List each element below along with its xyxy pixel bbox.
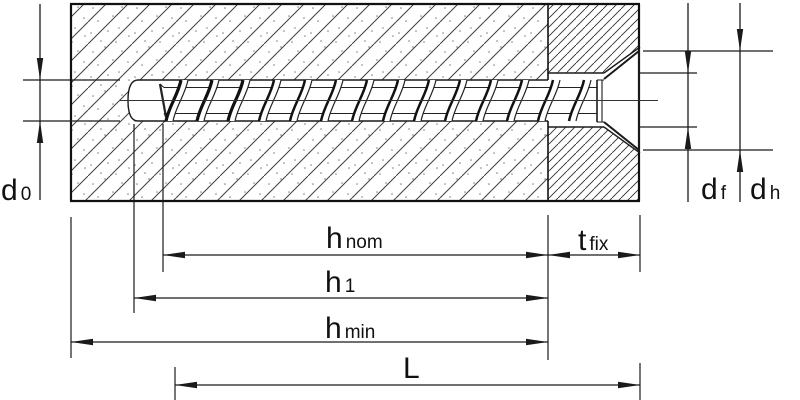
- label-d0-sub: 0: [20, 184, 32, 205]
- label-hmin-sub: min: [344, 322, 376, 343]
- label-h1: h 1: [325, 268, 355, 298]
- dimension-lines: [23, 3, 773, 400]
- screw-head: [596, 49, 640, 153]
- label-hmin: h min: [325, 314, 375, 344]
- label-L-main: L: [403, 352, 420, 385]
- dimension-arrows: [36, 29, 744, 389]
- block-outlines: [69, 2, 641, 203]
- label-dh-main: d: [750, 173, 767, 206]
- label-hnom: h nom: [326, 224, 383, 254]
- label-df-main: d: [701, 173, 718, 206]
- label-hnom-main: h: [326, 222, 343, 255]
- label-L: L: [403, 354, 420, 384]
- label-h1-main: h: [325, 266, 342, 299]
- label-d0: d 0: [1, 176, 31, 206]
- label-tfix: t fix: [578, 226, 608, 256]
- screw: [120, 49, 658, 153]
- label-tfix-main: t: [578, 224, 587, 257]
- label-tfix-sub: fix: [589, 234, 609, 255]
- label-d0-main: d: [1, 174, 18, 207]
- label-dh-sub: h: [769, 183, 781, 204]
- label-dh: d h: [750, 175, 780, 205]
- label-hmin-main: h: [325, 312, 342, 345]
- label-df: d f: [701, 175, 726, 205]
- label-df-sub: f: [720, 183, 726, 204]
- label-h1-sub: 1: [344, 276, 356, 297]
- label-hnom-sub: nom: [345, 232, 383, 253]
